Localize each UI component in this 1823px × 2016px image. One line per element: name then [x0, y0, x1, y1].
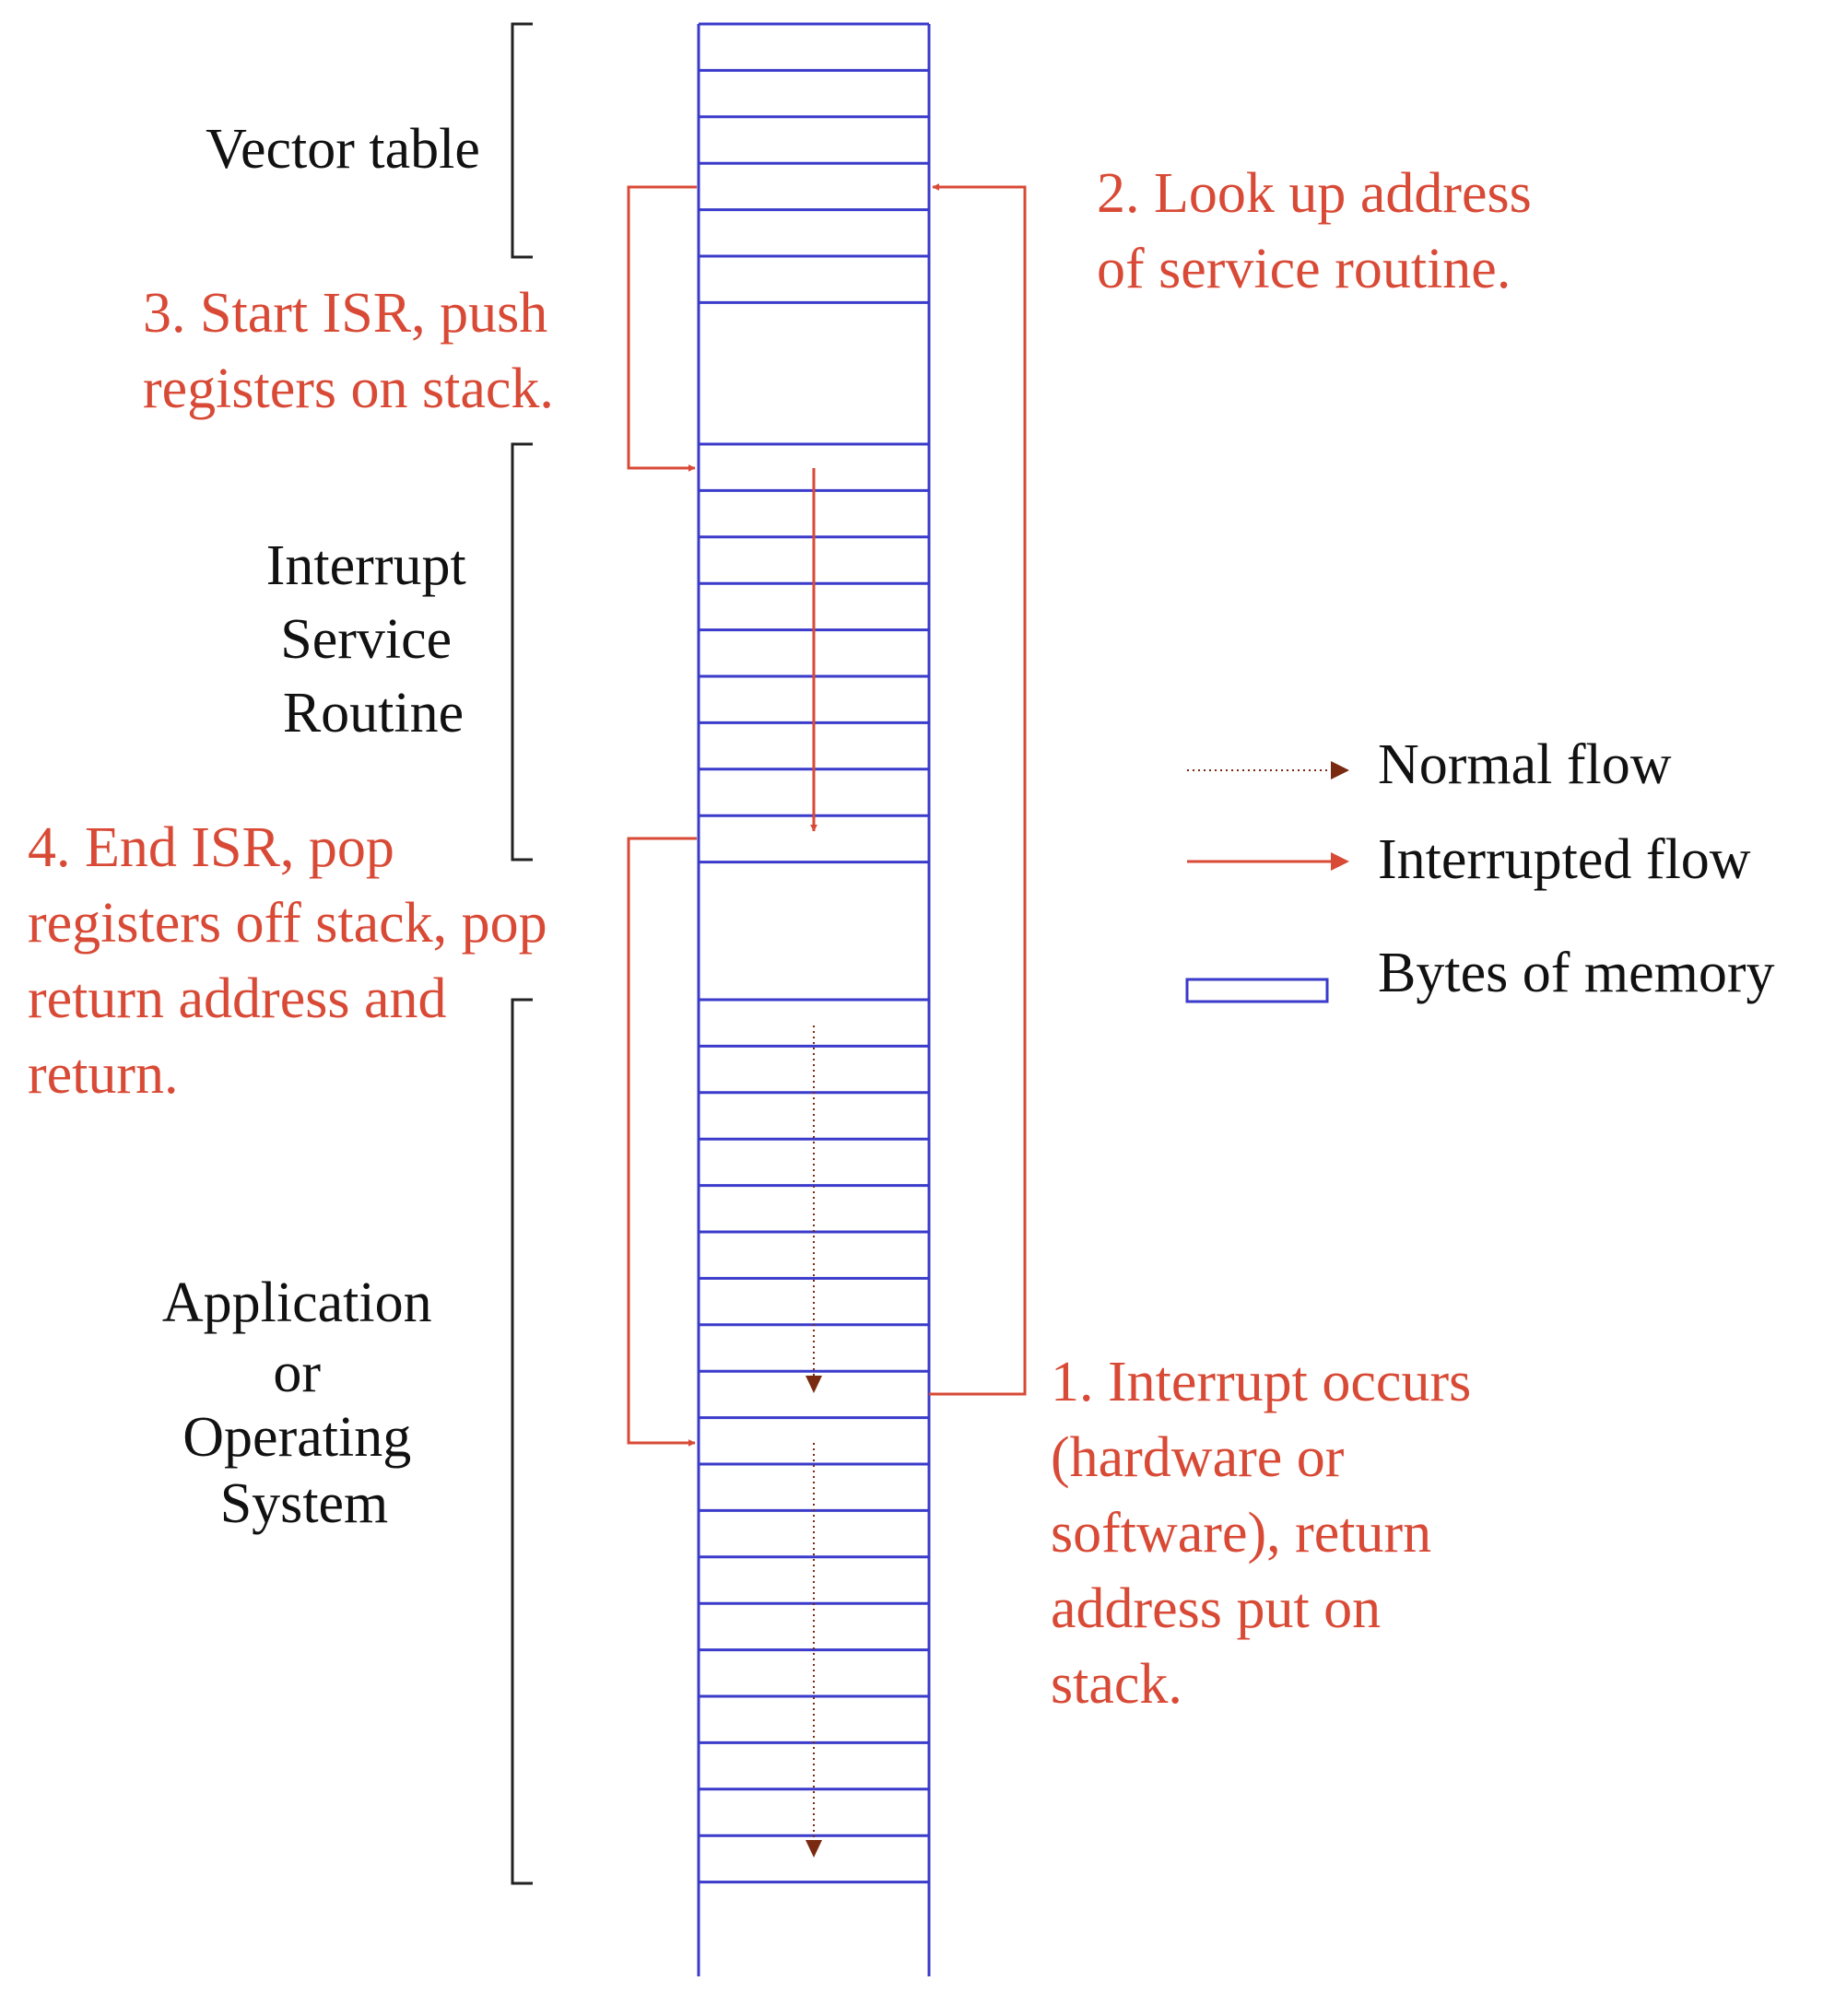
memory-byte-icon — [1185, 978, 1329, 1003]
app-bracket — [511, 998, 533, 1885]
vector-table-bracket — [511, 22, 533, 259]
legend-interrupted-flow-label: Interrupted flow — [1378, 828, 1751, 891]
normal-flow-arrowhead-lower — [806, 1840, 822, 1858]
legend-bytes-of-memory-label: Bytes of memory — [1378, 942, 1775, 1004]
legend: Normal flow Interrupted flow Bytes of me… — [1185, 733, 1775, 1004]
normal-flow-arrowhead-upper — [806, 1376, 822, 1393]
app-label: Application or Operating System — [162, 1272, 446, 1535]
isr-label: Interrupt Service Routine — [266, 534, 480, 744]
vector-table-label: Vector table — [206, 118, 480, 181]
dotted-arrow-icon — [1187, 761, 1349, 779]
step-4-text: 4. End ISR, pop registers off stack, pop… — [28, 816, 561, 1106]
normal-flow-arrows — [806, 1026, 822, 1858]
solid-arrow-icon — [1187, 852, 1349, 871]
step-3-text: 3. Start ISR, push registers on stack. — [143, 282, 562, 420]
isr-bracket — [511, 442, 533, 861]
vector-to-isr-arrow — [627, 185, 697, 472]
memory-column — [697, 22, 931, 1976]
step-2-text: 2. Look up address of service routine. — [1097, 162, 1546, 300]
isr-return-arrow — [627, 837, 697, 1447]
interrupt-to-vector-arrow — [929, 183, 1027, 1396]
step-1-text: 1. Interrupt occurs (hardware or softwar… — [1051, 1351, 1486, 1716]
legend-normal-flow-label: Normal flow — [1378, 733, 1672, 796]
